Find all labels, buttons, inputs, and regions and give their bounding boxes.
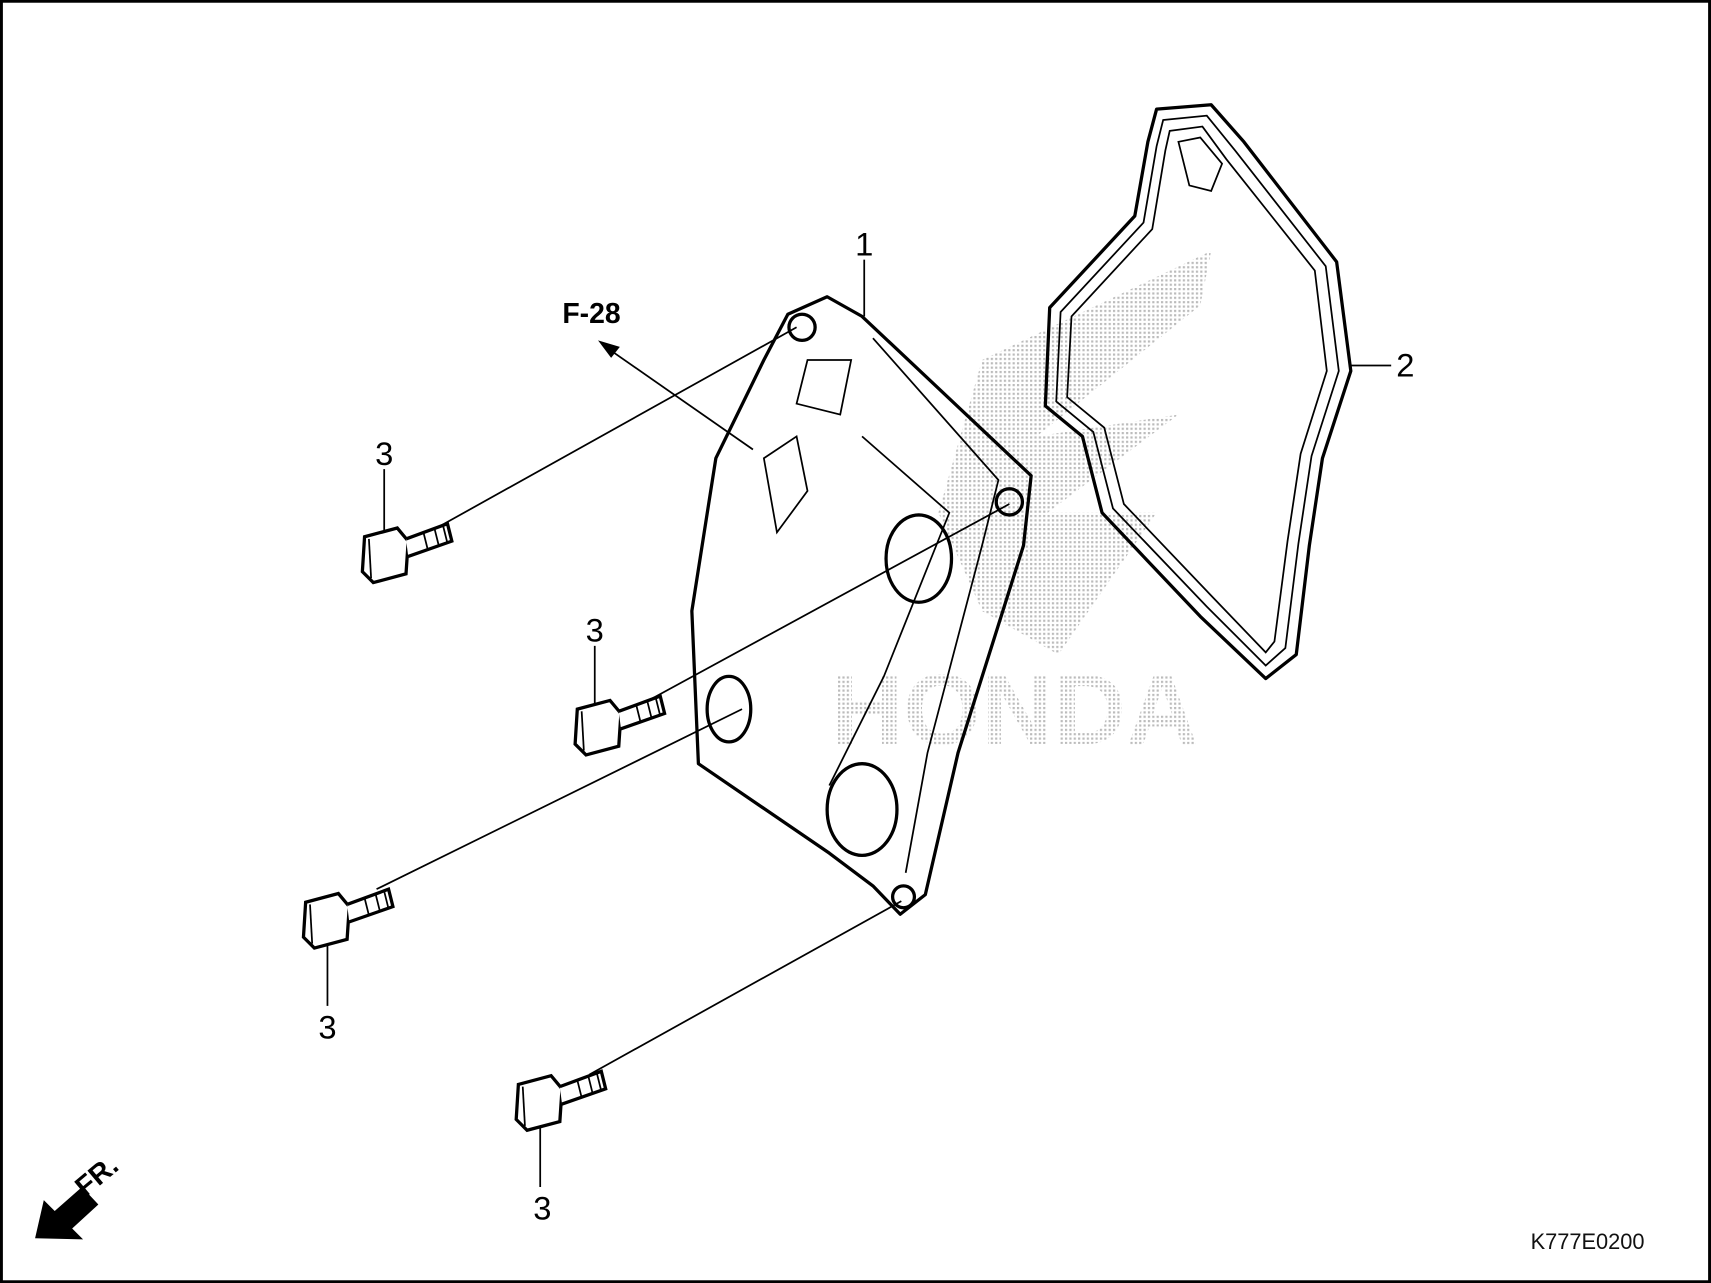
cover-part-1	[690, 295, 1033, 916]
callout-3[interactable]: 3	[586, 612, 604, 649]
callout-2[interactable]: 2	[1396, 346, 1414, 383]
gasket-part-2	[1043, 103, 1353, 681]
reference-f28-label[interactable]: F-28	[562, 298, 620, 330]
callout-1[interactable]: 1	[855, 225, 873, 262]
drawing-code: K777E0200	[1531, 1229, 1645, 1254]
callout-3[interactable]: 3	[375, 435, 393, 472]
callout-3[interactable]: 3	[318, 1009, 336, 1046]
front-direction-arrow-icon: FR.	[35, 1149, 125, 1240]
bolt-icon	[514, 1069, 608, 1132]
bolt-icon	[301, 887, 395, 950]
honda-watermark: HONDA	[831, 250, 1212, 766]
svg-text:HONDA: HONDA	[831, 654, 1199, 766]
callout-3[interactable]: 3	[533, 1190, 551, 1227]
bolt-icon	[573, 694, 667, 757]
bolt-icon	[360, 522, 454, 585]
leader-lines	[326, 259, 1392, 1187]
